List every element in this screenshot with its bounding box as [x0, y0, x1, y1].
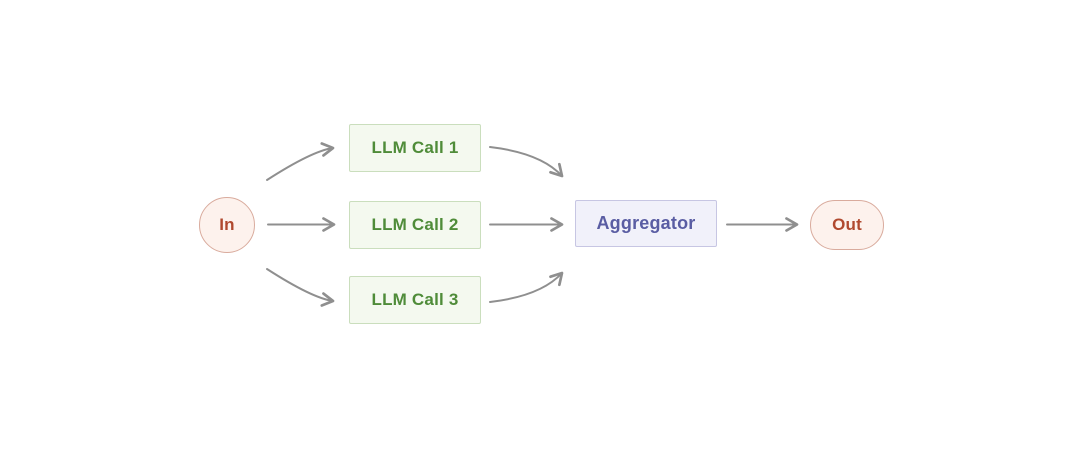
node-out-label: Out	[832, 215, 862, 234]
node-in: In	[199, 197, 255, 253]
node-llm-call-1: LLM Call 1	[349, 124, 481, 172]
node-out: Out	[810, 200, 884, 250]
arrow-in-to-llm-call-1	[266, 142, 335, 181]
node-llm-call-1-label: LLM Call 1	[371, 138, 459, 157]
node-in-label: In	[219, 215, 235, 234]
node-llm-call-3: LLM Call 3	[349, 276, 481, 324]
node-aggregator: Aggregator	[575, 200, 717, 247]
arrow-llm-call-3-to-aggregator	[489, 271, 564, 303]
node-llm-call-3-label: LLM Call 3	[371, 290, 459, 309]
arrow-llm-call-1-to-aggregator	[489, 146, 564, 178]
arrow-in-to-llm-call-3	[266, 268, 335, 307]
node-aggregator-label: Aggregator	[596, 213, 696, 233]
node-llm-call-2-label: LLM Call 2	[371, 215, 459, 234]
node-llm-call-2: LLM Call 2	[349, 201, 481, 249]
